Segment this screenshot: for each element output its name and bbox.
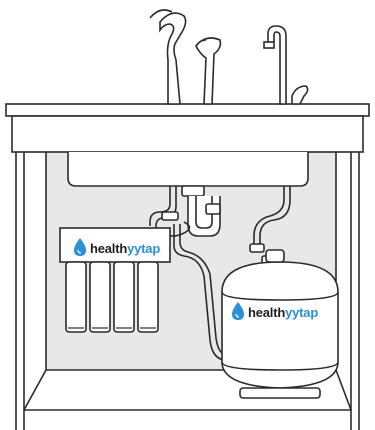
tank-logo-health: health: [248, 305, 285, 320]
drain-pipes: [181, 185, 221, 237]
filter-logo-health: health: [90, 241, 127, 256]
filtered-water-faucet: [263, 25, 309, 105]
sink-basin: [67, 152, 309, 187]
filter-logo-y: y: [127, 241, 135, 256]
countertop: [5, 103, 370, 153]
storage-tank: [221, 249, 339, 399]
main-faucet: [149, 9, 222, 105]
water-drop-icon: [74, 238, 86, 256]
supply-tubing: [149, 186, 291, 361]
water-drop-icon: [232, 302, 244, 320]
filter-logo-tap: ytap: [134, 241, 160, 256]
svg-text:healthyytap: healthyytap: [248, 305, 318, 320]
svg-text:healthyytap: healthyytap: [90, 241, 160, 256]
tank-logo-tap: ytap: [292, 305, 318, 320]
tank-logo-y: y: [285, 305, 293, 320]
tank-logo: healthyytap: [232, 302, 319, 320]
filter-unit-logo: healthyytap: [74, 238, 161, 256]
